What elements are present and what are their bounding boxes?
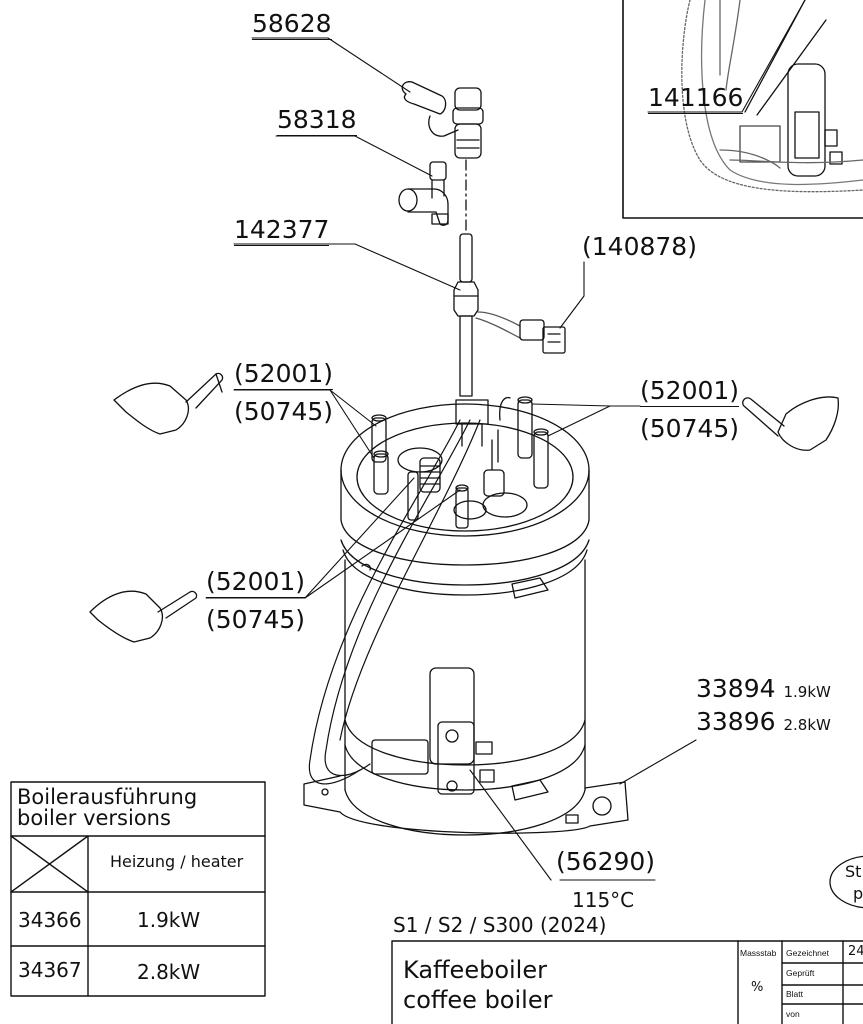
- versions-title-en: boiler versions: [17, 806, 171, 830]
- label-141166: 141166: [648, 83, 744, 114]
- versions-row-2-power: 2.8kW: [137, 960, 201, 984]
- elbow-fitting-58628: [401, 81, 484, 159]
- hex-key-hand-right: [742, 396, 840, 451]
- versions-row-1-part: 34366: [18, 908, 82, 932]
- heater-power-33896: 2.8kW: [783, 716, 831, 734]
- label-140878: (140878): [582, 232, 697, 261]
- label-115c: 115°C: [572, 888, 635, 912]
- stamp-line-2: p: [853, 884, 863, 903]
- label-52001-left-top: (52001): [234, 359, 334, 390]
- cable-connector-140878: [475, 311, 566, 354]
- title-name-en: coffee boiler: [403, 986, 553, 1014]
- models-label: S1 / S2 / S300 (2024): [393, 913, 607, 937]
- cables-and-thermostat: [308, 419, 495, 795]
- gezeichnet-value: 24: [848, 944, 863, 959]
- versions-title-de: Boilerausführung: [17, 785, 198, 809]
- elbow-fitting-58318: [398, 161, 449, 226]
- massstab-value: %: [751, 980, 764, 995]
- stamp-oval: [829, 855, 863, 909]
- versions-row-2-part: 34367: [18, 958, 82, 982]
- stamp-line-1: St: [845, 862, 862, 881]
- label-58628: 58628: [252, 9, 332, 40]
- label-58318: 58318: [277, 105, 357, 136]
- label-50745-left-top: (50745): [234, 397, 334, 426]
- gezeichnet-label: Gezeichnet: [786, 948, 829, 958]
- heater-part-33894: 33894: [696, 674, 776, 703]
- title-name-de: Kaffeeboiler: [403, 956, 547, 984]
- versions-row-1-power: 1.9kW: [137, 908, 201, 932]
- versions-table-grid: [10, 781, 266, 997]
- label-52001-left-bottom: (52001): [206, 567, 306, 598]
- label-56290: (56290): [556, 847, 656, 876]
- label-50745-right: (50745): [640, 414, 740, 443]
- label-33894: 33894 1.9kW: [696, 675, 831, 706]
- title-block-grid: [391, 940, 863, 1024]
- blatt-label: Blatt: [786, 989, 804, 999]
- probe-142377: [453, 233, 479, 397]
- versions-header-heater: Heizung / heater: [110, 852, 244, 871]
- hex-key-hand-top-left: [113, 372, 224, 435]
- massstab-label: Massstab: [740, 948, 777, 958]
- heater-part-33896: 33896: [696, 707, 776, 736]
- hex-key-hand-bottom-left: [89, 590, 198, 643]
- lid-tubes: [371, 396, 549, 529]
- label-50745-left-bottom: (50745): [206, 605, 306, 634]
- label-52001-right: (52001): [640, 376, 740, 407]
- label-33896: 33896 2.8kW: [696, 708, 831, 739]
- heater-power-33894: 1.9kW: [783, 683, 831, 701]
- geprueft-label: Geprüft: [786, 968, 815, 978]
- leader-lines: [205, 0, 806, 881]
- label-142377: 142377: [234, 215, 330, 246]
- von-label: von: [786, 1009, 800, 1019]
- boiler-body: [303, 403, 629, 836]
